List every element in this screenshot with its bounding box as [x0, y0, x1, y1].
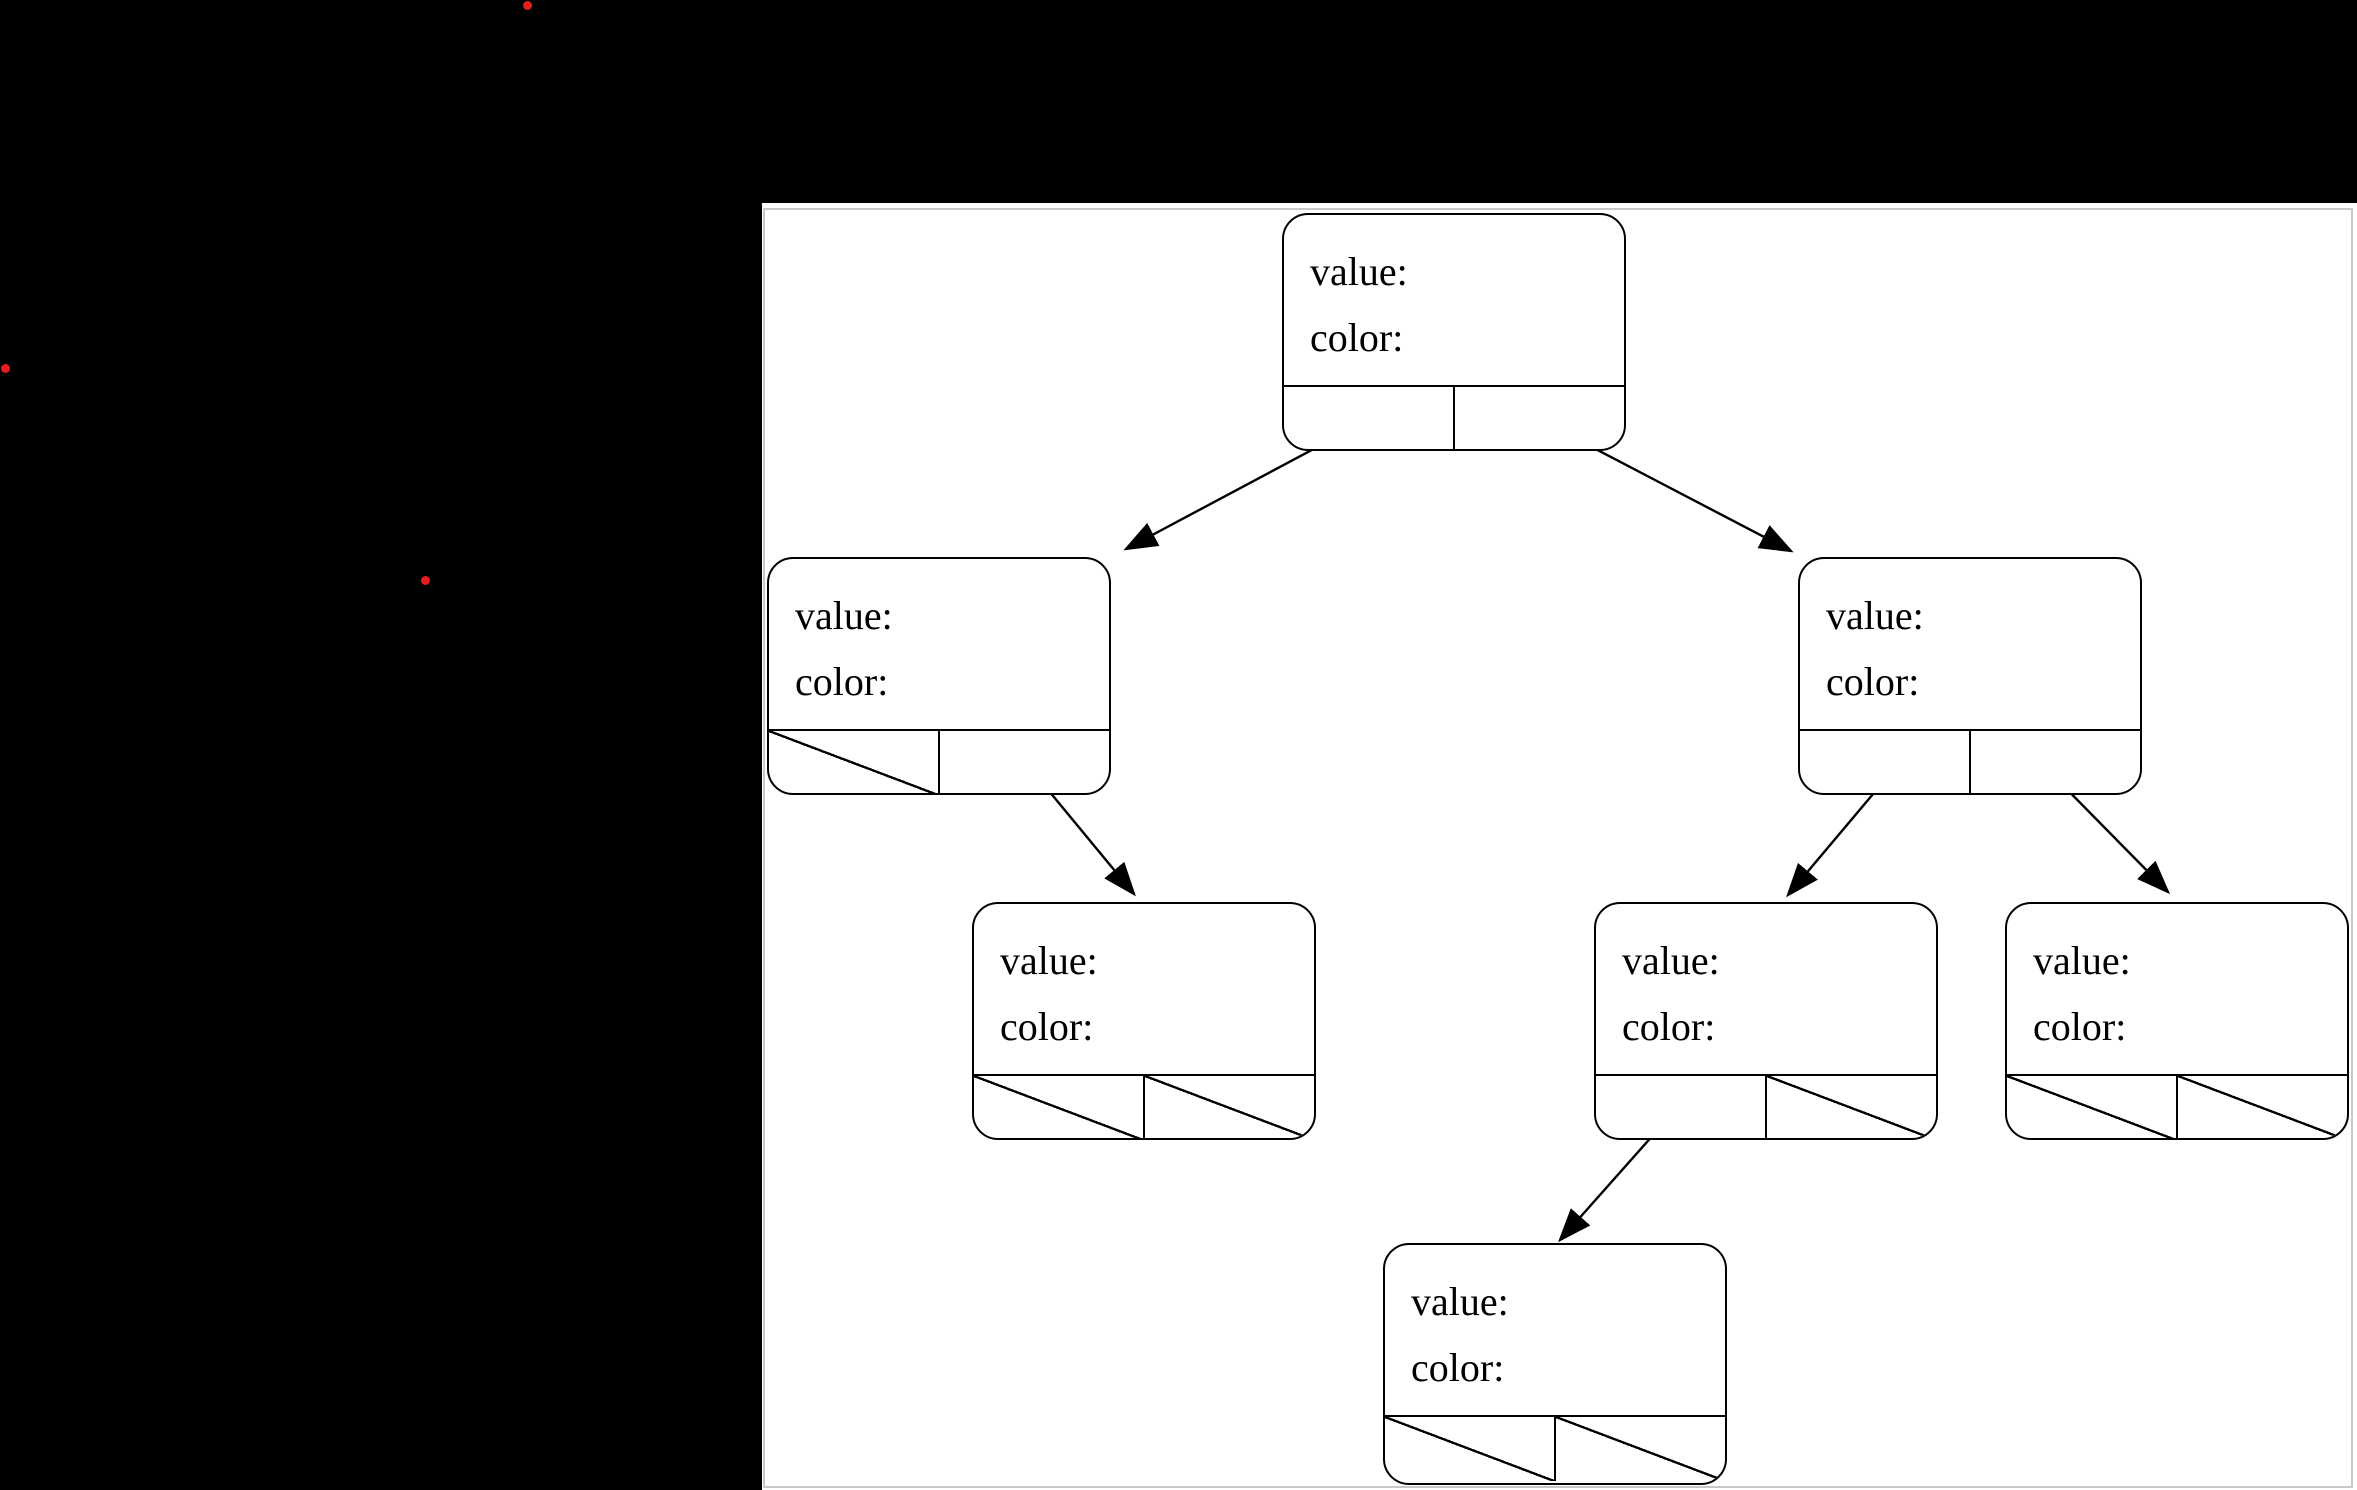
node-fields: value: color:	[1385, 1245, 1725, 1415]
left-pointer-cell	[769, 731, 938, 793]
right-pointer-cell	[1453, 387, 1624, 449]
left-pointer-cell	[1284, 387, 1453, 449]
red-dot	[421, 576, 430, 585]
pointer-row	[974, 1074, 1314, 1138]
value-field-label: value:	[1000, 938, 1098, 983]
red-dot	[523, 1, 532, 10]
value-field-label: value:	[1411, 1279, 1509, 1324]
right-pointer-cell	[1143, 1076, 1314, 1138]
pointer-row	[2007, 1074, 2347, 1138]
node-fields: value: color:	[769, 559, 1109, 729]
value-field-label: value:	[2033, 938, 2131, 983]
right-pointer-cell	[1554, 1417, 1725, 1481]
tree-node-great-grandchild: value: color:	[1383, 1243, 1727, 1485]
pointer-row	[1284, 385, 1624, 449]
color-field-label: color:	[1000, 1004, 1094, 1049]
node-fields: value: color:	[1284, 215, 1624, 385]
color-field-label: color:	[1622, 1004, 1716, 1049]
node-fields: value: color:	[2007, 904, 2347, 1074]
pointer-row	[1596, 1074, 1936, 1138]
value-field-label: value:	[1826, 593, 1924, 638]
left-pointer-cell	[1596, 1076, 1765, 1138]
right-pointer-cell	[1969, 731, 2140, 793]
right-pointer-cell	[2176, 1076, 2347, 1138]
tree-node-right-right-grandchild: value: color:	[2005, 902, 2349, 1140]
tree-node-root: value: color:	[1282, 213, 1626, 451]
node-fields: value: color:	[1596, 904, 1936, 1074]
red-dot	[1, 364, 10, 373]
color-field-label: color:	[1411, 1345, 1505, 1390]
node-fields: value: color:	[974, 904, 1314, 1074]
tree-node-left-right-grandchild: value: color:	[972, 902, 1316, 1140]
left-pointer-cell	[2007, 1076, 2176, 1138]
pointer-row	[769, 729, 1109, 793]
left-pointer-cell	[1800, 731, 1969, 793]
right-pointer-cell	[1765, 1076, 1936, 1138]
left-pointer-cell	[974, 1076, 1143, 1138]
left-pointer-cell	[1385, 1417, 1554, 1481]
color-field-label: color:	[2033, 1004, 2127, 1049]
tree-node-right-left-grandchild: value: color:	[1594, 902, 1938, 1140]
pointer-row	[1800, 729, 2140, 793]
diagram-window: value: color: value: color: value: c	[762, 203, 2357, 1490]
value-field-label: value:	[795, 593, 893, 638]
right-pointer-cell	[938, 731, 1109, 793]
color-field-label: color:	[1826, 659, 1920, 704]
tree-node-left-child: value: color:	[767, 557, 1111, 795]
node-fields: value: color:	[1800, 559, 2140, 729]
value-field-label: value:	[1622, 938, 1720, 983]
color-field-label: color:	[1310, 315, 1404, 360]
value-field-label: value:	[1310, 249, 1408, 294]
color-field-label: color:	[795, 659, 889, 704]
tree-node-right-child: value: color:	[1798, 557, 2142, 795]
pointer-row	[1385, 1415, 1725, 1481]
